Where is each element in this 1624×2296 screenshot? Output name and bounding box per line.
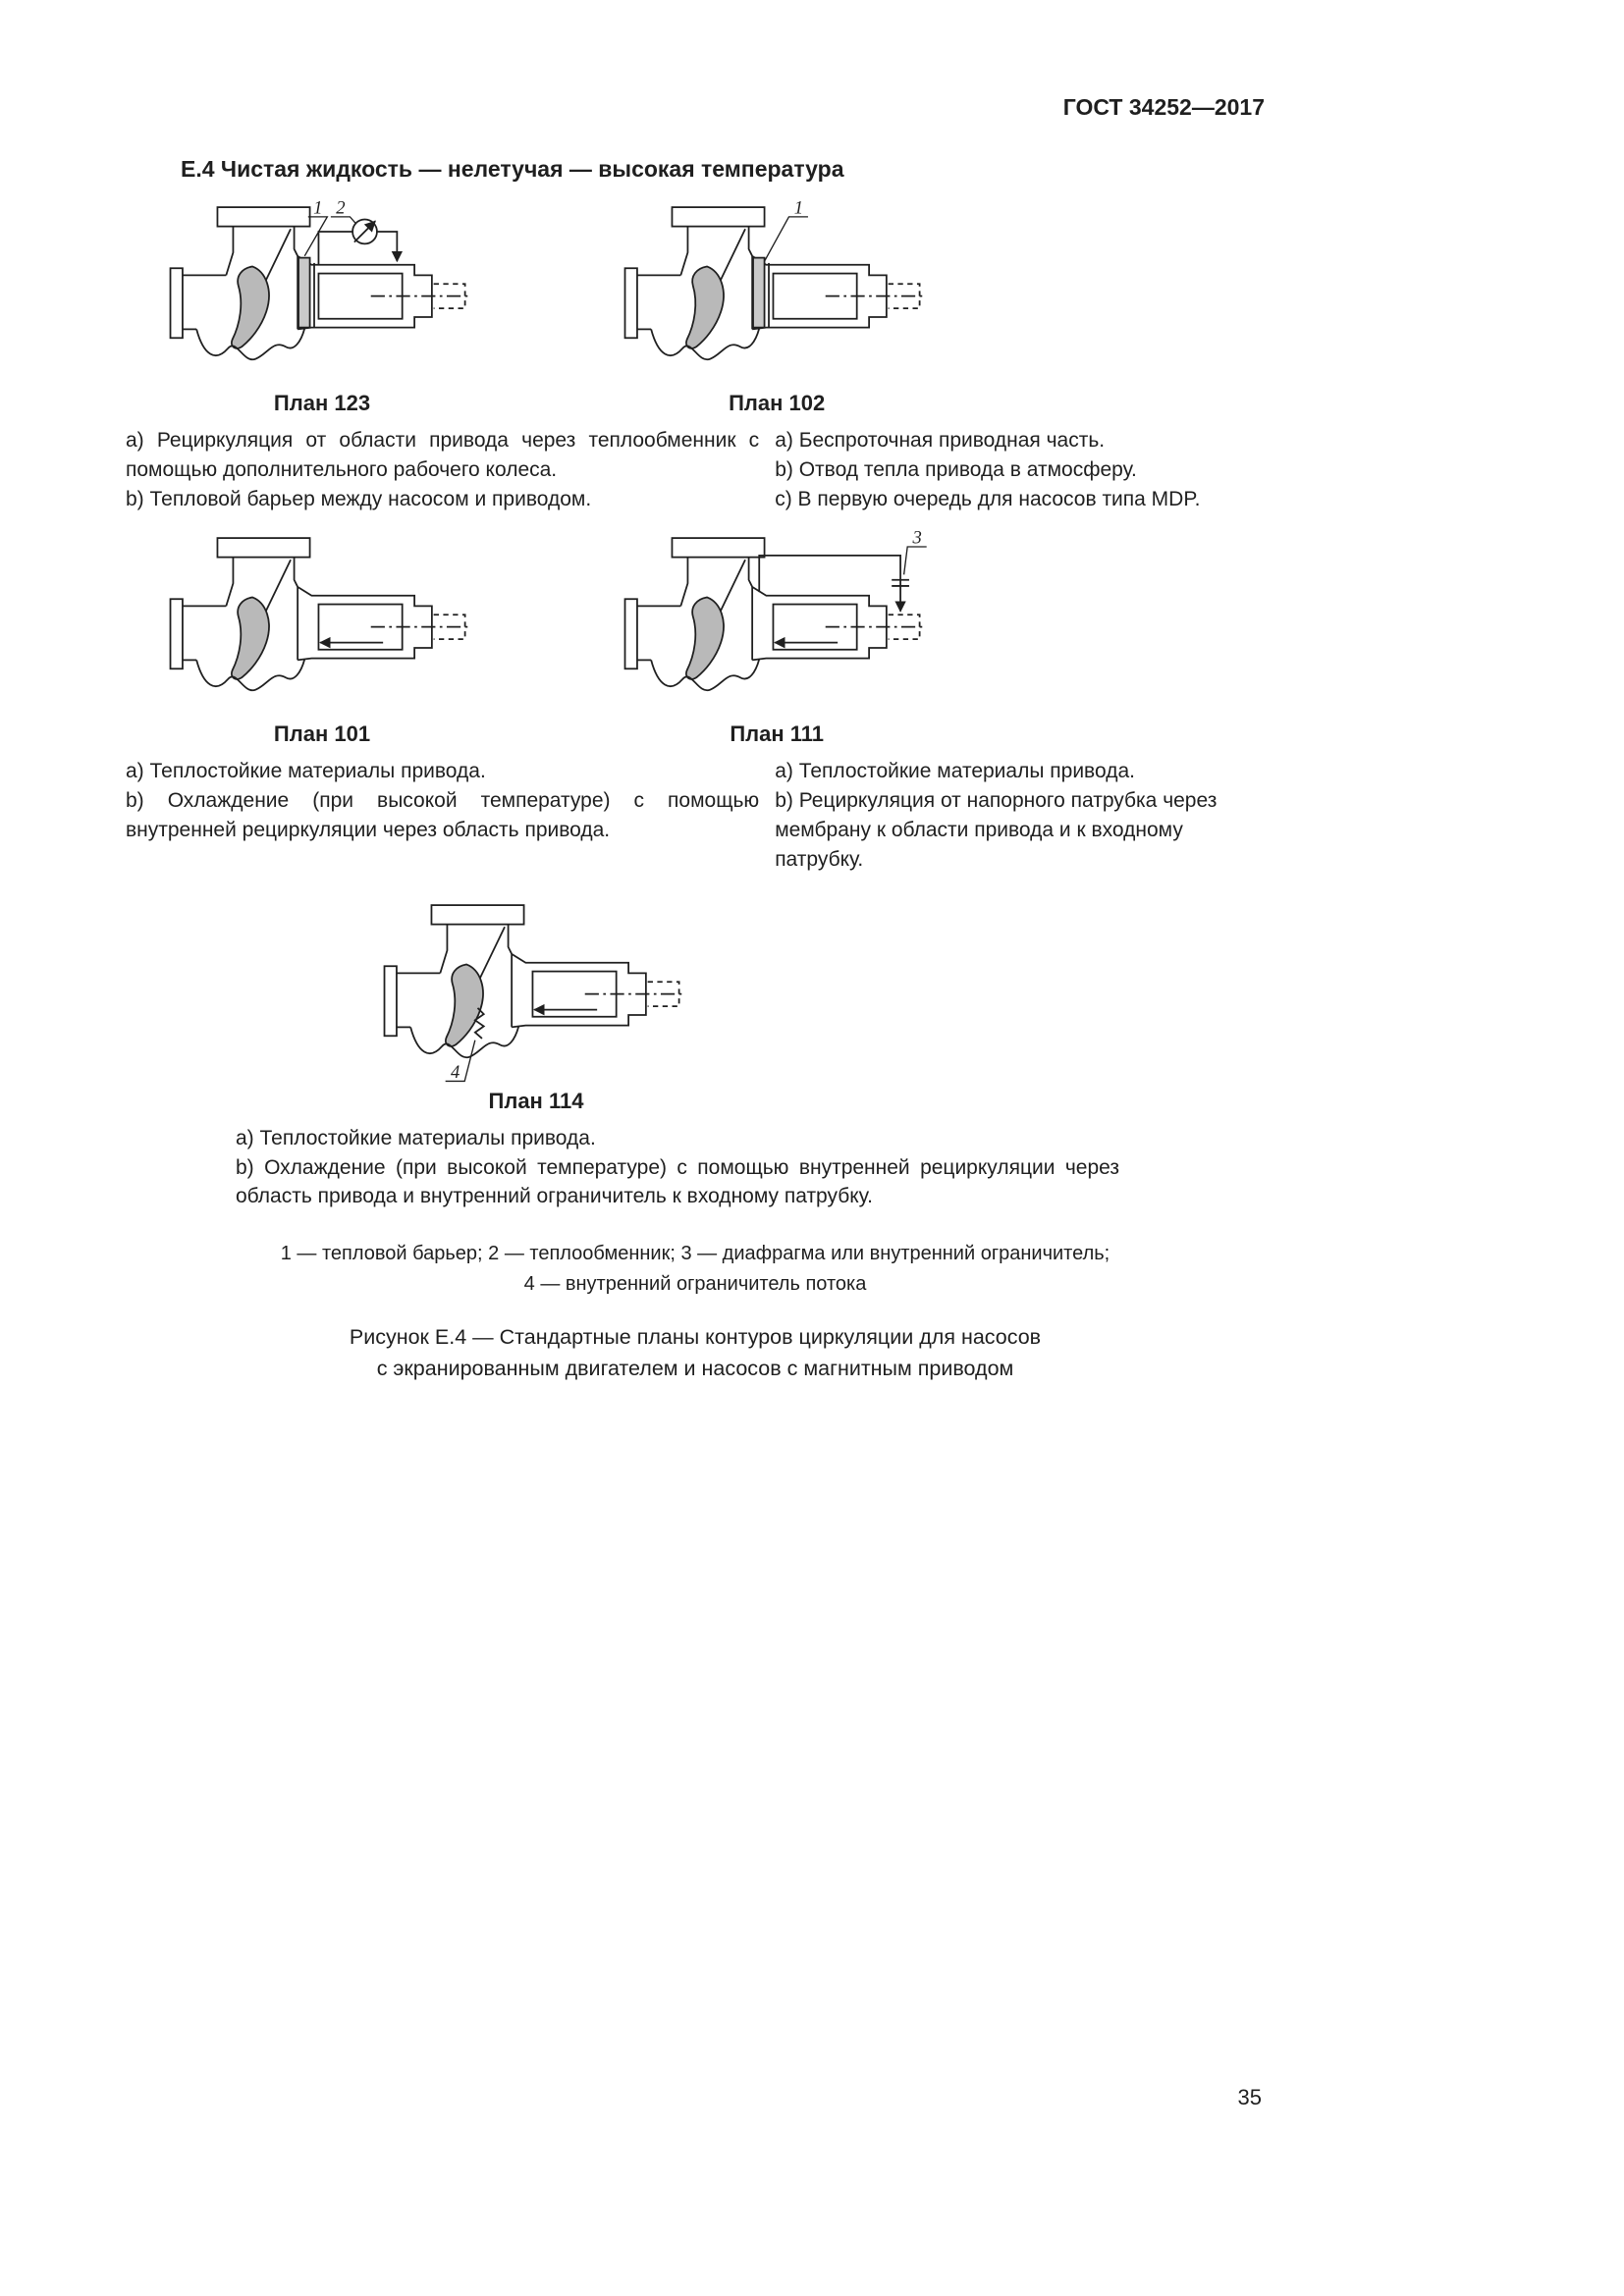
section-title: Е.4 Чистая жидкость — нелетучая — высока…	[181, 156, 844, 182]
plan-note: a) Теплостойкие материалы привода.	[775, 760, 1135, 783]
page-content: ГОСТ 34252—2017 Е.4 Чистая жидкость — не…	[126, 0, 1265, 1385]
callout-3-leader	[903, 546, 927, 575]
plan-row-2: План 101 a) Теплостойкие материалы приво…	[126, 531, 1265, 874]
plan-row-3: 4 План 114 a) Теплостойкие материалы при…	[126, 898, 1265, 1211]
plan-123-label: План 123	[273, 391, 371, 415]
figure-legend: 1 — тепловой барьер; 2 — теплообменник; …	[126, 1239, 1265, 1300]
plan-111-figure: 3 План 111	[620, 531, 934, 747]
callout-3-label: 3	[912, 531, 922, 548]
internal-restrictor-icon	[473, 1006, 486, 1040]
plan-note: b) Охлаждение (при высокой температуре) …	[236, 1155, 1119, 1208]
callout-2: 2	[330, 200, 357, 225]
plan-note: b) Отвод тепла привода в атмосферу.	[775, 457, 1137, 481]
plan-note: b) Тепловой барьер между насосом и приво…	[126, 487, 592, 510]
plan-note: b) Рециркуляция от напорного патрубка че…	[775, 789, 1218, 871]
callout-4-leader	[445, 1040, 476, 1082]
plan-note: a) Беспроточная приводная часть.	[775, 429, 1106, 452]
callout-1-leader	[764, 216, 809, 262]
plan-102-block: 1 План 102 a) Беспроточная приводная час…	[623, 200, 1265, 513]
callout-3: 3	[903, 531, 927, 575]
callout-1-label: 1	[313, 200, 322, 218]
plan-111-notes: a) Теплостойкие материалы привода. b) Ре…	[775, 757, 1265, 874]
plan-114-diagram: 4	[383, 903, 687, 1083]
plan-114-label: План 114	[488, 1088, 584, 1113]
plan-note: a) Теплостойкие материалы привода.	[236, 1126, 596, 1149]
plan-114-figure: 4 План 114	[379, 898, 693, 1114]
plan-101-label: План 101	[273, 721, 371, 747]
plan-111-diagram: 3	[623, 531, 928, 692]
plan-101-figure: План 101	[165, 531, 479, 747]
callout-4: 4	[445, 1040, 476, 1083]
doc-header: ГОСТ 34252—2017	[1062, 94, 1265, 120]
thermal-barrier	[298, 256, 315, 329]
callout-1-leader	[303, 216, 329, 257]
plan-123-block: 1 2 План 123 a) Рециркуляция от области …	[126, 200, 775, 513]
plan-123-diagram: 1 2	[169, 200, 473, 361]
plan-102-notes: a) Беспроточная приводная часть. b) Отво…	[775, 426, 1265, 513]
plan-note: a) Теплостойкие материалы привода.	[126, 760, 486, 783]
plan-123-figure: 1 2 План 123	[165, 200, 479, 416]
callout-1: 1	[764, 200, 809, 262]
plan-row-1: 1 2 План 123 a) Рециркуляция от области …	[126, 200, 1265, 513]
page-number: 35	[1237, 2085, 1262, 2109]
callout-1-label: 1	[794, 200, 803, 218]
thermal-barrier	[752, 256, 771, 329]
plan-111-label: План 111	[730, 721, 825, 747]
caption-line-2: с экранированным двигателем и насосов с …	[376, 1357, 1014, 1381]
diaphragm-icon	[892, 579, 910, 588]
caption-line-1: Рисунок Е.4 — Стандартные планы контуров…	[349, 1325, 1042, 1350]
callout-2-label: 2	[336, 200, 345, 218]
plan-note: c) В первую очередь для насосов типа MDP…	[775, 487, 1201, 510]
recirculation-line	[758, 555, 910, 649]
legend-line-1: 1 — тепловой барьер; 2 — теплообменник; …	[280, 1243, 1110, 1265]
plan-101-notes: a) Теплостойкие материалы привода. b) Ох…	[126, 757, 759, 844]
plan-102-figure: 1 План 102	[620, 200, 934, 416]
heat-exchanger-icon	[317, 218, 404, 265]
plan-102-diagram: 1	[623, 200, 928, 361]
callout-2-leader	[330, 216, 357, 225]
plan-111-block: 3 План 111 a) Теплостойкие материалы при…	[623, 531, 1265, 874]
legend-line-2: 4 — внутренний ограничитель потока	[523, 1273, 867, 1296]
plan-note: a) Рециркуляция от области привода через…	[126, 429, 760, 481]
plan-102-label: План 102	[729, 391, 826, 415]
plan-101-block: План 101 a) Теплостойкие материалы приво…	[126, 531, 775, 874]
plan-123-notes: a) Рециркуляция от области привода через…	[126, 426, 759, 513]
plan-note: b) Охлаждение (при высокой температуре) …	[126, 789, 760, 842]
plan-114-notes: a) Теплостойкие материалы привода. b) Ох…	[236, 1124, 1119, 1211]
callout-4-label: 4	[451, 1062, 460, 1083]
plan-101-diagram	[169, 537, 473, 692]
callout-1: 1	[303, 200, 329, 257]
figure-caption: Рисунок Е.4 — Стандартные планы контуров…	[126, 1321, 1265, 1385]
